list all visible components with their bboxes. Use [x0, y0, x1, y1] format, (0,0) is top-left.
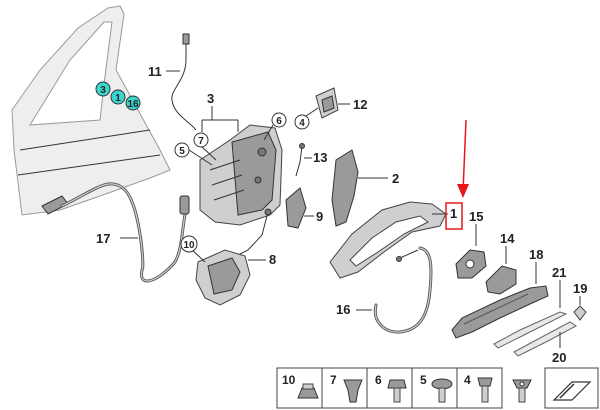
svg-text:4: 4	[299, 118, 305, 129]
callout-13[interactable]: 13	[313, 150, 327, 165]
legend-item-rivet[interactable]	[512, 379, 532, 403]
callout-17[interactable]: 17	[96, 231, 110, 246]
highlight-box-1	[445, 202, 463, 230]
handle-carrier-part-1[interactable]	[329, 201, 447, 279]
callout-20[interactable]: 20	[552, 350, 566, 365]
svg-text:16: 16	[127, 99, 139, 110]
legend-item-4[interactable]: 4	[464, 373, 493, 403]
link-part-13[interactable]	[295, 143, 305, 177]
callout-16[interactable]: 16	[336, 302, 350, 317]
door-handle-part-18[interactable]	[451, 285, 549, 339]
leader-3	[201, 106, 239, 132]
leader-10	[191, 249, 206, 263]
svg-text:10: 10	[183, 240, 195, 251]
leader-7	[200, 145, 217, 161]
diagram-end-arrow-icon	[552, 381, 592, 401]
svg-text:5: 5	[179, 146, 185, 157]
svg-text:6: 6	[375, 373, 382, 387]
legend-item-6[interactable]: 6	[375, 373, 407, 403]
callout-7[interactable]: 7	[193, 132, 209, 148]
svg-text:7: 7	[330, 373, 337, 387]
callout-18[interactable]: 18	[529, 247, 543, 262]
legend-item-5[interactable]: 5	[420, 373, 453, 403]
leader-5	[188, 149, 213, 166]
leader-6	[263, 124, 274, 141]
callout-11[interactable]: 11	[148, 64, 162, 79]
callout-4[interactable]: 4	[294, 114, 310, 130]
svg-text:6: 6	[276, 116, 282, 127]
svg-text:5: 5	[420, 373, 427, 387]
svg-text:7: 7	[198, 136, 204, 147]
legend-item-10[interactable]: 10	[282, 373, 319, 399]
callout-10[interactable]: 10	[180, 235, 198, 253]
trim-strip-part-20[interactable]	[513, 321, 577, 357]
highlight-arrowhead	[457, 184, 469, 198]
door-outline	[11, 5, 171, 216]
svg-text:10: 10	[282, 373, 296, 387]
door-marker-1[interactable]: 1	[110, 89, 126, 105]
callout-14[interactable]: 14	[500, 231, 515, 246]
bowden-cable-part-17[interactable]	[60, 182, 190, 283]
cable-part-11[interactable]	[171, 33, 197, 131]
callout-3[interactable]: 3	[207, 91, 214, 106]
callout-2[interactable]: 2	[392, 171, 399, 186]
svg-text:4: 4	[464, 373, 471, 387]
svg-text:3: 3	[100, 85, 106, 96]
leader-4	[305, 107, 319, 117]
lock-actuator-part-8[interactable]	[195, 249, 251, 306]
cover-part-14[interactable]	[485, 265, 517, 295]
callout-1[interactable]: 1	[450, 206, 457, 221]
fastener-legend	[276, 367, 599, 409]
svg-text:1: 1	[115, 93, 121, 104]
callout-19[interactable]: 19	[573, 281, 587, 296]
door-marker-16[interactable]: 16	[125, 95, 141, 111]
cable-part-16[interactable]	[373, 246, 433, 334]
bezel-part-15[interactable]	[455, 249, 487, 279]
door-lock-part-3[interactable]	[199, 124, 283, 226]
callout-21[interactable]: 21	[552, 265, 566, 280]
legend-item-7[interactable]: 7	[330, 373, 363, 403]
callout-8[interactable]: 8	[269, 252, 276, 267]
trim-strip-part-21[interactable]	[493, 311, 568, 349]
door-marker-3[interactable]: 3	[95, 81, 111, 97]
callout-12[interactable]: 12	[353, 97, 367, 112]
callout-5[interactable]: 5	[174, 142, 190, 158]
highlight-arrow	[462, 119, 467, 193]
callout-15[interactable]: 15	[469, 209, 483, 224]
striker-part-12[interactable]	[315, 87, 339, 119]
clip-part-19[interactable]	[573, 305, 587, 321]
bracket-part-2[interactable]	[331, 149, 359, 227]
callout-9[interactable]: 9	[316, 209, 323, 224]
callout-6[interactable]: 6	[271, 112, 287, 128]
bracket-part-9[interactable]	[285, 187, 307, 229]
